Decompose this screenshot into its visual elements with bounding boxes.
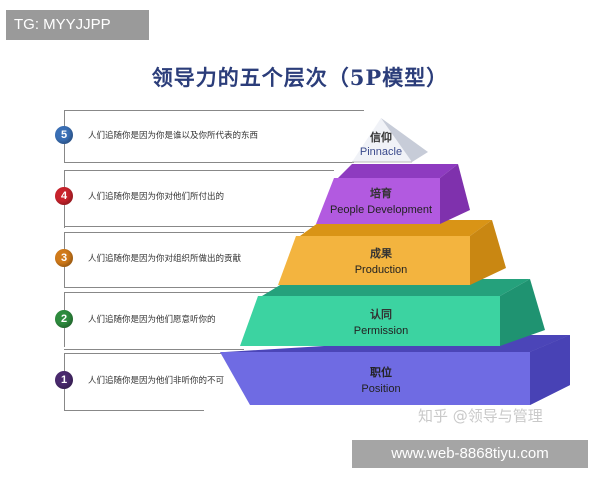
level-1-badge: 1 bbox=[55, 371, 73, 389]
level-2-title-cn: 认同 bbox=[370, 307, 392, 321]
level-2-badge: 2 bbox=[55, 310, 73, 328]
level-3-badge: 3 bbox=[55, 249, 73, 267]
pyramid-level-3 bbox=[278, 220, 506, 285]
row-divider bbox=[64, 226, 324, 227]
row-divider bbox=[64, 353, 239, 354]
page-title: 领导力的五个层次（5P模型） bbox=[151, 65, 449, 90]
level-4-description: 人们追随你是因为你对他们所付出的 bbox=[88, 192, 225, 202]
level-5-description: 人们追随你是因为你是谁以及你所代表的东西 bbox=[88, 131, 259, 141]
level-5-title-en: Pinnacle bbox=[360, 146, 402, 158]
row-divider bbox=[64, 162, 354, 163]
level-3-description: 人们追随你是因为你对组织所做出的贡献 bbox=[88, 254, 242, 264]
row-divider bbox=[64, 110, 364, 111]
level-3-title-cn: 成果 bbox=[370, 246, 392, 260]
level-1-description: 人们追随你是因为他们非听你的不可 bbox=[88, 376, 225, 386]
watermark-bottom: www.web-8868tiyu.com bbox=[352, 440, 588, 468]
level-1-title-cn: 职位 bbox=[370, 365, 392, 379]
row-divider bbox=[64, 292, 274, 293]
level-3-title-en: Production bbox=[355, 264, 408, 276]
row-divider bbox=[64, 349, 244, 350]
level-4-title-cn: 培育 bbox=[370, 186, 392, 200]
zhihu-watermark: 知乎 @领导与管理 bbox=[418, 407, 543, 425]
level-4-title-en: People Development bbox=[330, 204, 432, 216]
level-2-description: 人们追随你是因为他们愿意听你的 bbox=[88, 315, 216, 325]
level-1-title-en: Position bbox=[361, 383, 400, 395]
level-5-title-cn: 信仰 bbox=[370, 130, 392, 144]
level-2-title-en: Permission bbox=[354, 325, 408, 337]
row-divider bbox=[64, 287, 289, 288]
watermark-top: TG: MYYJJPP bbox=[6, 10, 149, 40]
pyramid-level-4 bbox=[316, 164, 470, 224]
row-divider bbox=[64, 410, 204, 411]
row-divider bbox=[64, 170, 334, 171]
level-4-badge: 4 bbox=[55, 187, 73, 205]
pyramid-level-5 bbox=[352, 118, 428, 163]
level-5-badge: 5 bbox=[55, 126, 73, 144]
row-divider bbox=[64, 232, 304, 233]
